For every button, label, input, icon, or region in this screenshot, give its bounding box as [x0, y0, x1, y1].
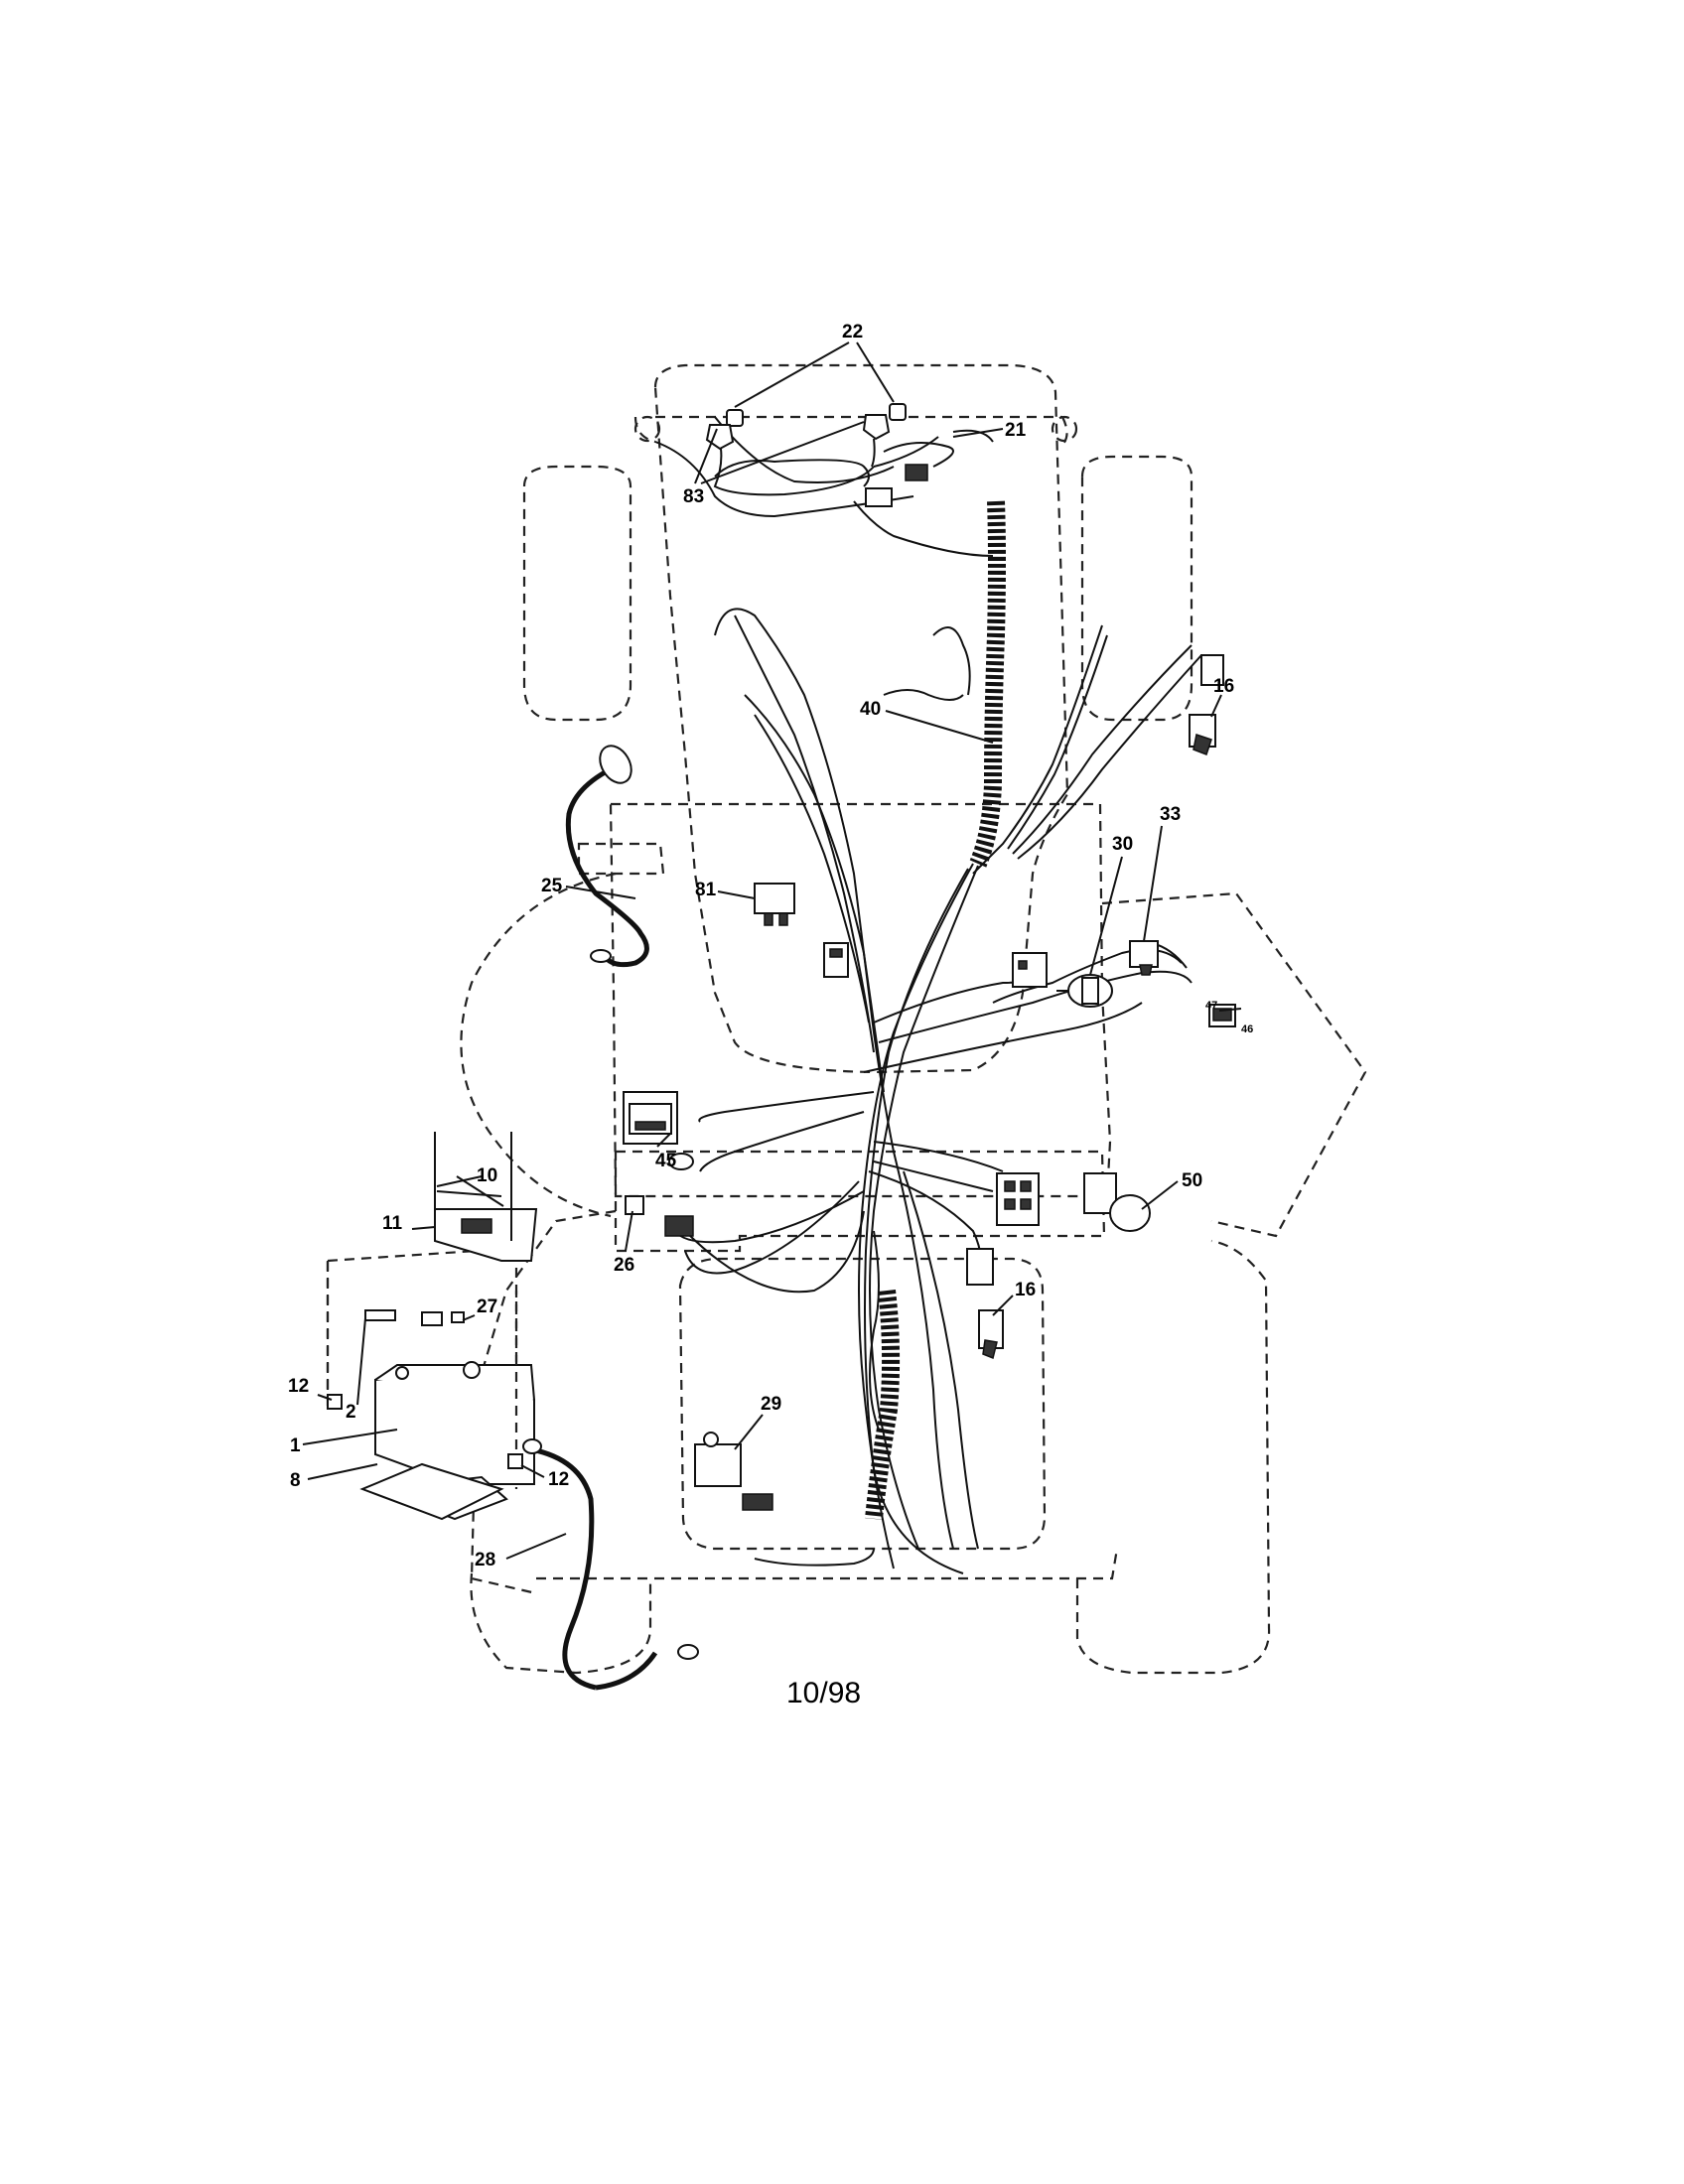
ignition-switch-30	[1056, 974, 1113, 1008]
cable-28-ends	[522, 1153, 699, 1660]
callout-47: 47	[1205, 1000, 1217, 1012]
callout-83: 83	[683, 486, 704, 507]
callout-1: 1	[290, 1435, 301, 1456]
leader-lines	[302, 341, 1242, 1560]
callout-27: 27	[477, 1297, 497, 1317]
gauge-45	[623, 1091, 678, 1145]
connector-center	[823, 942, 849, 978]
callout-25: 25	[541, 876, 563, 896]
callout-28: 28	[475, 1550, 495, 1570]
callout-10: 10	[477, 1165, 497, 1186]
switch-16-upper	[1189, 654, 1224, 755]
callout-12-right: 12	[548, 1469, 569, 1490]
callout-11: 11	[382, 1213, 403, 1234]
date-code: 10/98	[786, 1677, 861, 1709]
callout-16-lower: 16	[1015, 1280, 1036, 1300]
connector-mid	[1012, 952, 1048, 988]
callouts: 22 21 83 40 16 25 81 30 33 47 46 45 10 1…	[288, 322, 1253, 1570]
callout-33: 33	[1160, 804, 1181, 825]
battery-cables	[530, 761, 658, 1691]
headlight-sockets	[705, 403, 954, 507]
callout-45: 45	[655, 1151, 677, 1171]
cable-25-ends	[590, 745, 632, 963]
callout-30: 30	[1112, 834, 1133, 855]
fuse-26	[625, 1195, 694, 1237]
callout-26: 26	[614, 1255, 634, 1276]
callout-40: 40	[860, 699, 881, 720]
callout-2: 2	[346, 1402, 356, 1423]
connector-6pin	[996, 1172, 1040, 1226]
callout-50: 50	[1182, 1170, 1202, 1191]
callout-22: 22	[842, 322, 863, 342]
callout-8: 8	[290, 1470, 301, 1491]
seat-switch-29	[694, 1432, 773, 1511]
callout-81: 81	[695, 880, 717, 900]
wiring-harness	[654, 416, 1202, 1574]
switch-16-lower	[966, 1248, 1004, 1360]
callout-21: 21	[1005, 420, 1027, 441]
battery-assembly	[326, 1132, 538, 1521]
switch-33	[1129, 940, 1159, 976]
pto-switch-50	[1083, 1172, 1151, 1232]
relay-81	[754, 883, 795, 926]
callout-12-left: 12	[288, 1376, 309, 1397]
callout-29: 29	[761, 1394, 781, 1415]
callout-16-upper: 16	[1213, 676, 1234, 697]
harness-sleeves	[865, 500, 1006, 1520]
callout-46: 46	[1241, 1024, 1253, 1035]
